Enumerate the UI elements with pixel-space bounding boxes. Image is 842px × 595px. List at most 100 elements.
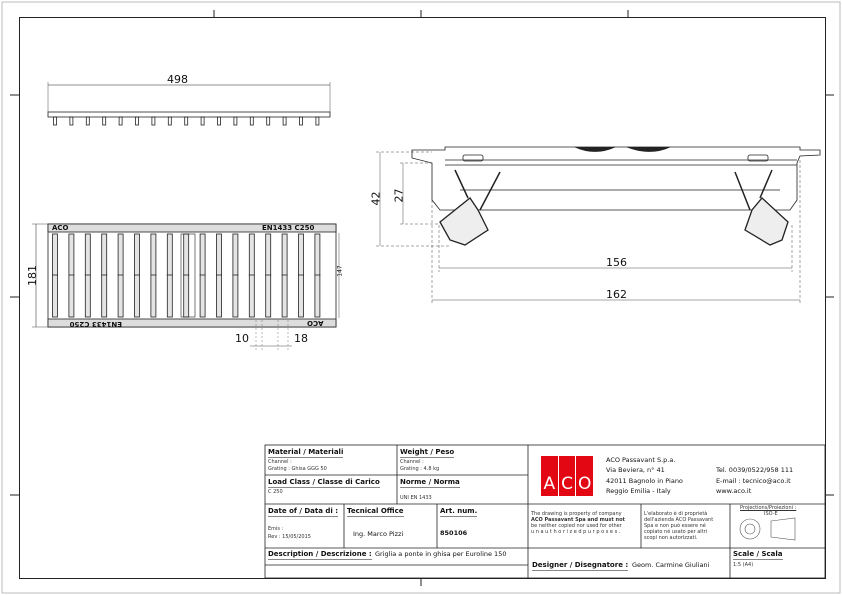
grating-bar xyxy=(232,233,239,318)
notice-en-1: The drawing is property of company xyxy=(531,511,622,517)
company-name: ACO Passavant S.p.a. xyxy=(606,456,676,464)
grating-bar xyxy=(199,233,206,318)
weight-grating: Grating : 4.8 kg xyxy=(400,466,440,472)
grating-bar xyxy=(314,233,321,318)
load-class-label: Load Class / Classe di Carico xyxy=(268,478,380,488)
grating-tooth xyxy=(200,116,205,126)
dim-height: 42 xyxy=(369,191,383,206)
logo-letter: A xyxy=(541,456,559,496)
grating-bar xyxy=(68,233,75,318)
grating-tooth xyxy=(151,116,156,126)
title-block-frame xyxy=(264,444,826,579)
dim-section-outer: 162 xyxy=(606,288,627,301)
grating-tooth xyxy=(53,116,57,126)
projection-symbol-icon xyxy=(739,517,796,541)
grating-tooth xyxy=(315,116,320,126)
dim-section-inner: 156 xyxy=(606,256,627,269)
norm-label: Norme / Norma xyxy=(400,478,460,488)
projection-value: ISO-E xyxy=(764,511,778,517)
grating-tooth xyxy=(217,116,221,126)
company-city: 42011 Bagnolo in Piano xyxy=(606,477,683,485)
company-region: Reggio Emilia - Italy xyxy=(606,487,671,495)
description-value: Griglia a ponte in ghisa per Euroline 15… xyxy=(375,550,507,558)
art-num-value: 850106 xyxy=(440,529,468,537)
date-emis: Emis : xyxy=(268,526,284,532)
logo-letter: O xyxy=(577,474,592,494)
dim-length: 498 xyxy=(167,73,188,86)
grating-tooth xyxy=(266,116,271,126)
date-rev: Rev : 15/05/2015 xyxy=(268,534,311,540)
load-class-value: C 250 xyxy=(268,489,283,495)
grating-standard-mark: EN1433 C250 xyxy=(262,224,315,232)
grating-bar xyxy=(281,233,288,318)
scale-label: Scale / Scala xyxy=(733,550,783,560)
date-label: Date of / Data di : xyxy=(268,507,339,517)
notice-it-3: Spa e non può essere né xyxy=(644,523,706,529)
grating-bar xyxy=(150,233,157,318)
grating-tooth xyxy=(299,116,303,126)
material-channel: Channel : xyxy=(268,459,292,465)
grating-cross-section xyxy=(376,146,821,304)
sheet-inner-border xyxy=(19,17,826,579)
description-label: Description / Descrizione : xyxy=(268,550,372,560)
company-email[interactable]: E-mail : tecnico@aco.it xyxy=(716,477,791,485)
grating-bar xyxy=(52,233,58,318)
weight-label: Weight / Peso xyxy=(400,448,455,458)
grating-bar xyxy=(166,233,173,318)
grating-tooth xyxy=(118,116,123,126)
grating-bar xyxy=(216,233,222,318)
notice-it-5: scopi non autorizzati. xyxy=(644,535,698,541)
designer-value: Geom. Carmine Giuliani xyxy=(632,561,710,569)
notice-it-1: L'elaborato è di proprietà xyxy=(644,511,708,517)
company-web[interactable]: www.aco.it xyxy=(716,487,752,495)
notice-en-4: u n a u t h o r i z e d p u r p o s e s … xyxy=(531,529,621,535)
grating-bar xyxy=(134,233,140,318)
projection-label: Projections/Proiezioni : xyxy=(740,505,797,511)
grating-bar xyxy=(117,233,124,318)
office-label: Tecnical Office xyxy=(347,507,404,517)
material-grating: Grating : Ghisa GGG 50 xyxy=(268,466,327,472)
grating-top-view xyxy=(32,223,340,350)
grating-tooth xyxy=(85,116,90,126)
grating-bar xyxy=(183,233,190,318)
norm-value: UNI EN 1433 xyxy=(400,495,432,501)
grating-brand-mark-mirrored: ACO xyxy=(307,319,324,327)
grating-tooth xyxy=(135,116,139,126)
grating-side-view xyxy=(47,82,331,126)
grating-tooth xyxy=(233,116,238,126)
grating-bar xyxy=(248,233,255,318)
designer-label: Designer / Disegnatore : xyxy=(532,561,629,571)
grating-tooth xyxy=(167,116,172,126)
logo-letter: C xyxy=(559,456,577,496)
dim-width: 181 xyxy=(26,265,39,286)
company-street: Via Beviera, n° 41 xyxy=(606,466,665,474)
art-num-label: Art. num. xyxy=(440,507,478,517)
border-marks xyxy=(10,10,834,586)
dim-inner-height: 27 xyxy=(392,188,406,203)
grating-bar xyxy=(84,233,91,318)
office-value: Ing. Marco Pizzi xyxy=(353,530,404,538)
grating-tooth xyxy=(184,116,189,126)
scale-value: 1:5 (A4) xyxy=(733,562,754,568)
grating-tooth xyxy=(249,116,254,126)
grating-brand-mark: ACO xyxy=(52,224,69,232)
grating-bar xyxy=(298,233,304,318)
grating-bar xyxy=(265,233,272,318)
aco-logo: A C O xyxy=(541,456,593,496)
grating-tooth xyxy=(69,116,74,126)
grating-bar xyxy=(101,233,108,318)
dim-inner-width: 147 xyxy=(336,265,344,277)
dim-bar-width: 10 xyxy=(235,332,249,345)
notice-it-2: dell'azienda ACO Passavant xyxy=(644,517,714,523)
grating-tooth xyxy=(102,116,107,126)
grating-tooth xyxy=(282,116,287,126)
company-tel: Tel. 0039/0522/958 111 xyxy=(716,466,794,474)
grating-standard-mark-mirrored: EN1433 C250 xyxy=(69,320,122,328)
notice-en-3: be neither copied nor used for other xyxy=(531,523,622,529)
notice-it-4: copiato né usato per altri xyxy=(644,529,708,535)
weight-channel: Channel : xyxy=(400,459,424,465)
notice-en-2: ACO Passavant Spa and must not xyxy=(531,517,625,523)
material-label: Material / Materiali xyxy=(268,448,344,458)
